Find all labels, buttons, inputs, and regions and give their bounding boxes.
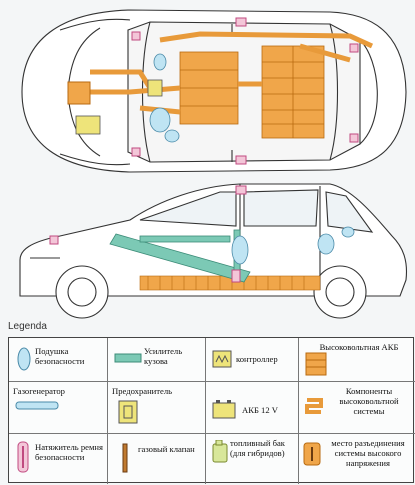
legend-reinforcement: Усилитель кузова — [108, 338, 206, 382]
reinforcement-icon — [114, 353, 142, 363]
legend-fuel-tank-label: топливный бак (для гибридов) — [230, 438, 285, 458]
legend-gas-valve-label: газовый клапан — [138, 444, 195, 454]
airbags-top — [149, 53, 180, 143]
controller-icon — [212, 350, 232, 368]
battery-12v-top — [75, 115, 101, 135]
fuse-icon — [118, 400, 138, 424]
legend-hv-battery-label: Высоковольтная АКБ — [319, 342, 399, 352]
hv-battery-top — [179, 45, 325, 139]
battery-12v-icon — [212, 400, 236, 419]
hv-component-front — [67, 81, 91, 105]
legend-battery-12v-label: АКБ 12 V — [242, 405, 278, 415]
side-view-car — [19, 183, 408, 319]
fuel-tank-icon — [212, 440, 228, 463]
legend-airbag-label: Подушка безопасности — [35, 346, 85, 366]
legend-controller: контроллер — [206, 338, 299, 382]
pretensioners-top — [131, 17, 359, 165]
legend-reinforcement-label: Усилитель кузова — [144, 346, 183, 366]
airbags-side — [231, 226, 355, 265]
legend-title: Legenda — [8, 321, 47, 332]
legend-gas-generator-label: Газогенератор — [13, 386, 65, 396]
hv-components-icon — [305, 398, 323, 414]
vehicle-rescue-diagram — [19, 9, 408, 319]
legend-pretensioner-label: Натяжитель ремня безопасности — [35, 442, 103, 462]
legend-hv-disconnect-label: место разъединения системы высокого напр… — [331, 438, 405, 468]
legend-airbag: Подушка безопасности — [9, 338, 108, 382]
legend-controller-label: контроллер — [236, 354, 278, 364]
legend-hv-battery: Высоковольтная АКБ — [299, 338, 415, 382]
legend-gas-generator: Газогенератор — [9, 382, 108, 434]
legend-hv-components-label: Компоненты высоковольтной системы — [339, 386, 399, 416]
legend-fuse-label: Предохранитель — [112, 386, 173, 396]
gas-generator-icon — [15, 401, 59, 410]
legend-hv-disconnect: место разъединения системы высокого напр… — [299, 434, 415, 484]
hv-disconnect-icon — [303, 442, 321, 466]
legend-battery-12v: АКБ 12 V — [206, 382, 299, 434]
hv-battery-icon — [305, 352, 327, 376]
controller-top — [147, 79, 163, 97]
legend-pretensioner: Натяжитель ремня безопасности — [9, 434, 108, 484]
pretensioner-icon — [17, 441, 29, 473]
legend-fuse: Предохранитель — [108, 382, 206, 434]
legend-table: Подушка безопасности Усилитель кузова ко… — [8, 337, 415, 484]
airbag-icon — [17, 347, 31, 371]
legend-gas-valve: газовый клапан — [108, 434, 206, 484]
legend-hv-components: Компоненты высоковольтной системы — [299, 382, 415, 434]
pretensioners-side — [49, 185, 247, 283]
gas-valve-icon — [122, 443, 128, 473]
legend-fuel-tank: топливный бак (для гибридов) — [206, 434, 299, 484]
